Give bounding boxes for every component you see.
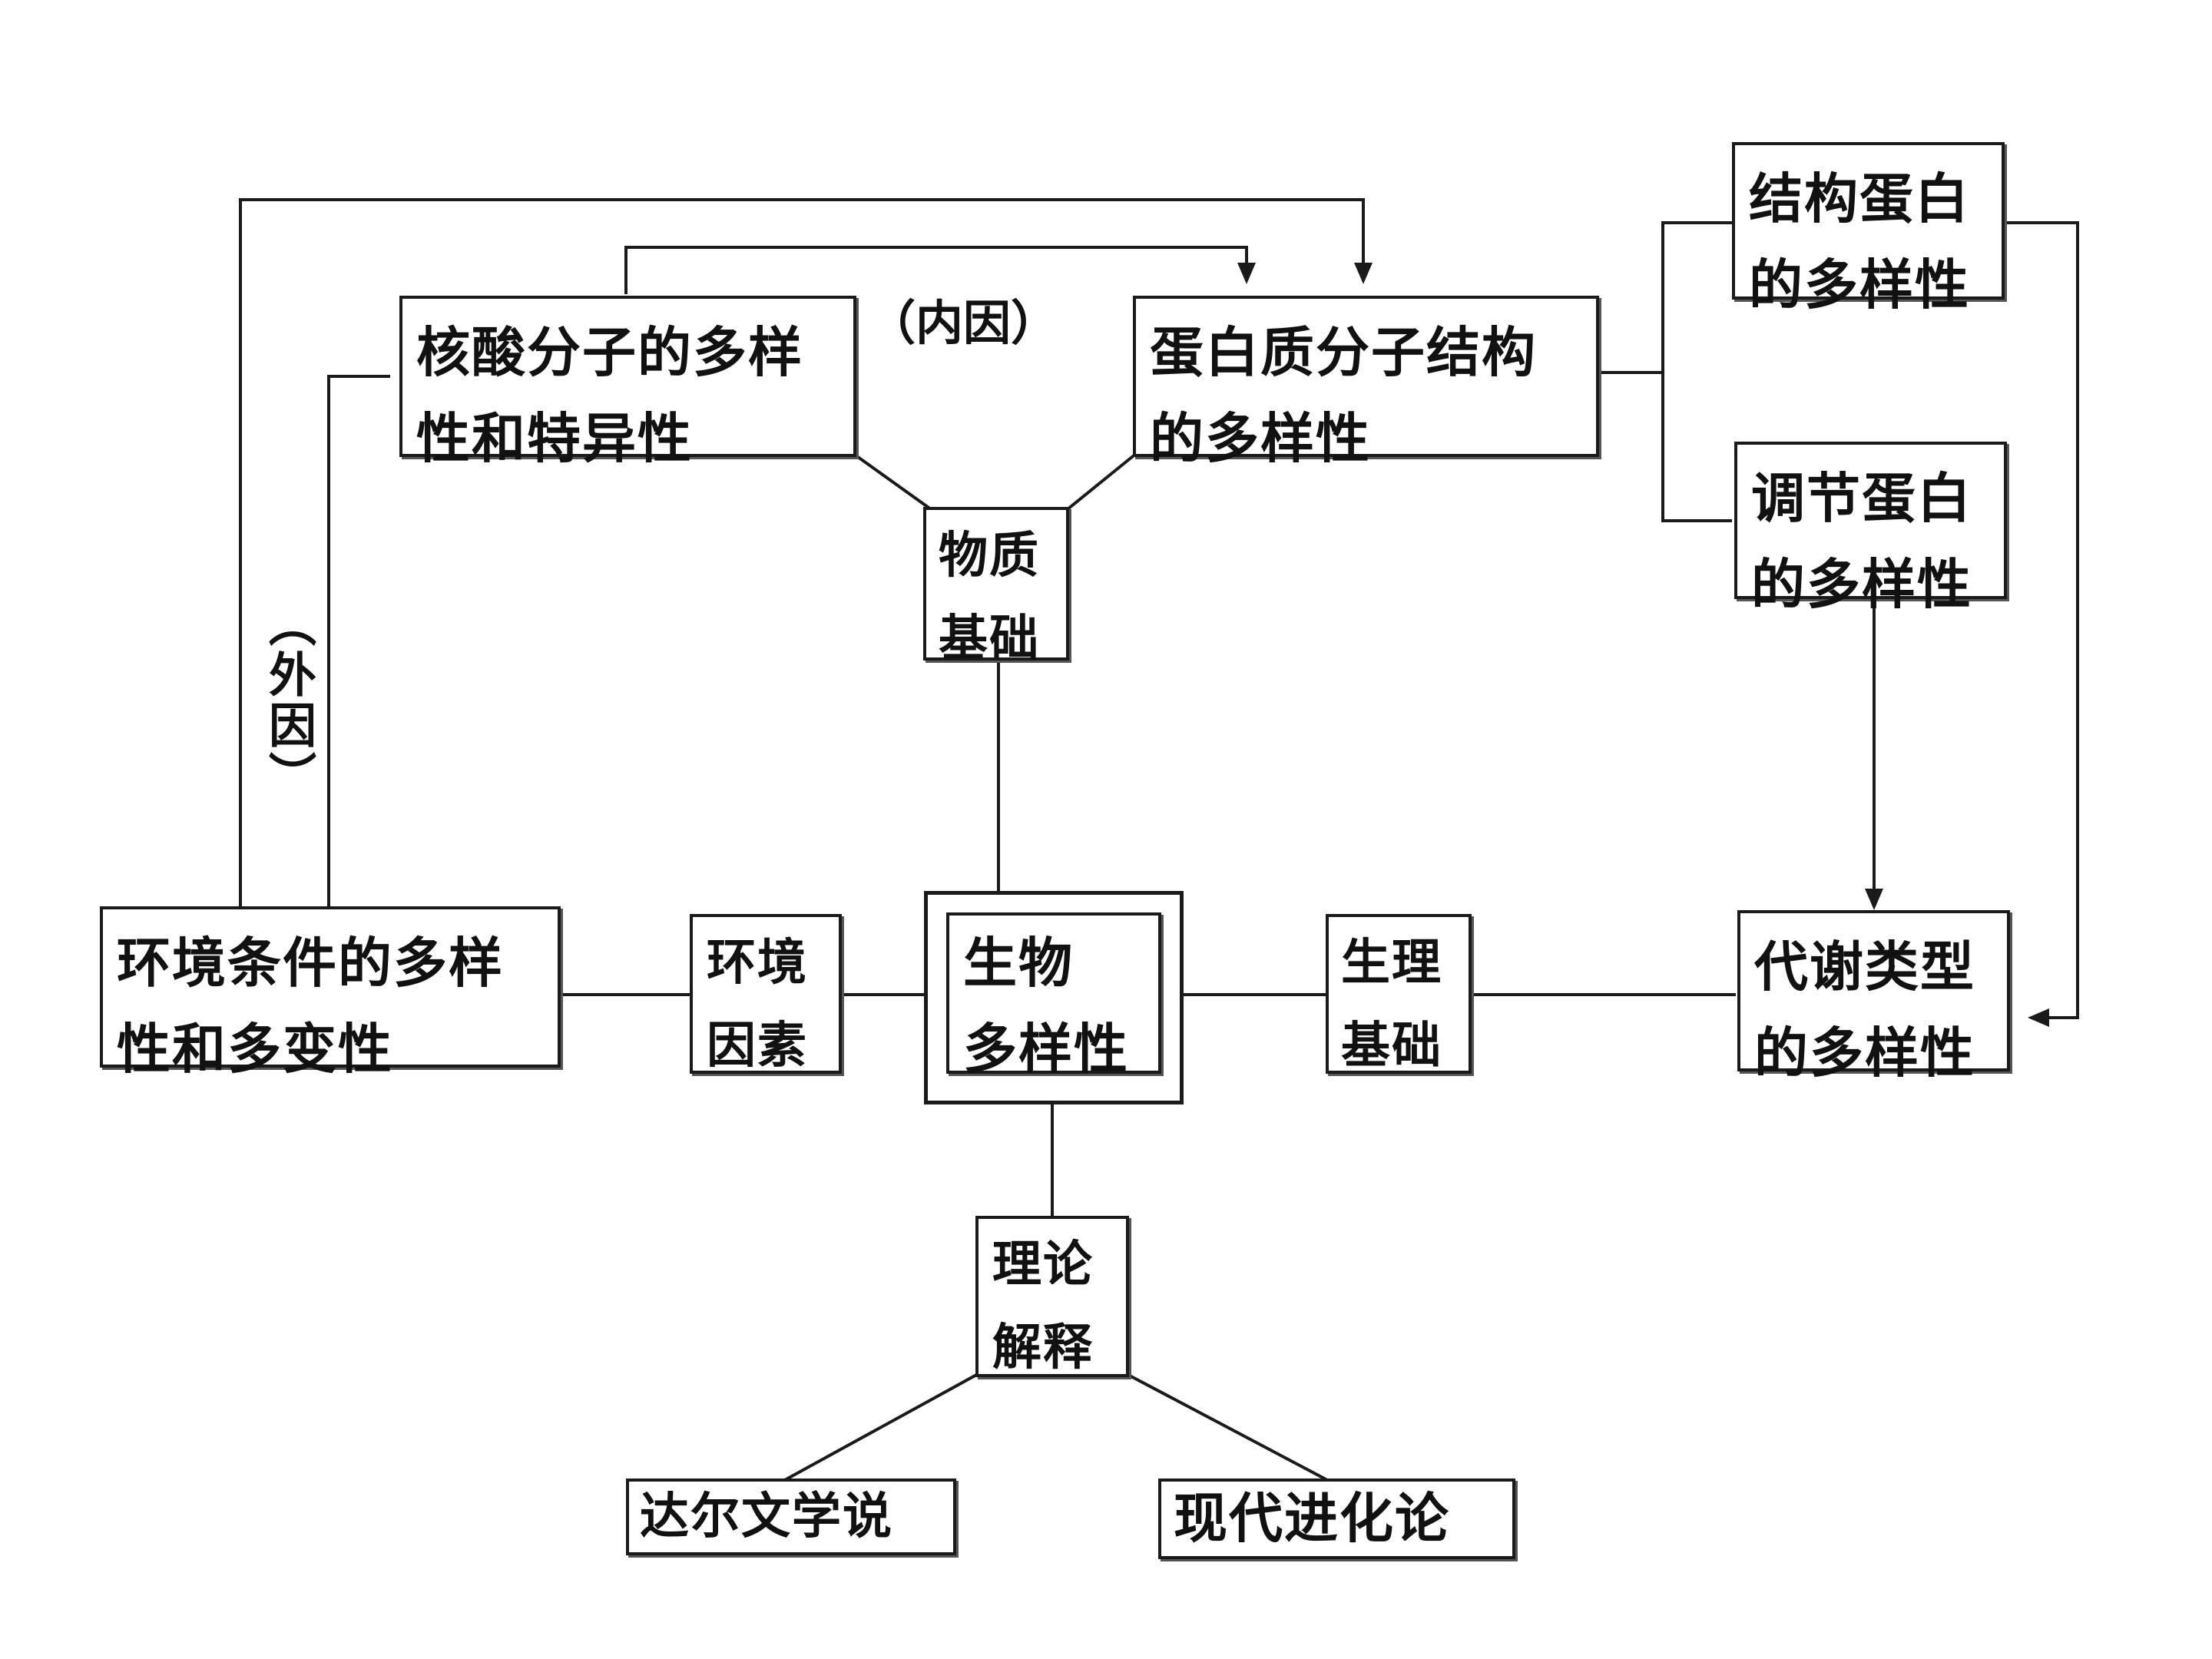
nucleic-line-2: 性和特异性 [416, 406, 693, 470]
material-basis-box: 物质 基础 [923, 507, 1069, 667]
theory-line-2: 解释 [992, 1319, 1094, 1376]
envfactor-line-1: 环境 [707, 934, 808, 992]
physiology-basis-box: 生理 基础 [1326, 914, 1472, 1075]
modern-text: 现代进化论 [1174, 1486, 1450, 1550]
nucleic-line-1: 核酸分子的多样 [416, 320, 803, 384]
biodiversity-box: 生物 多样性 [946, 912, 1161, 1081]
biodiversity-line-1: 生物 [963, 931, 1074, 995]
protein-structure-diversity-box: 蛋白质分子结构 的多样性 [1133, 296, 1599, 470]
metabolism-diversity-box: 代谢类型 的多样性 [1737, 910, 2010, 1084]
material-line-2: 基础 [939, 610, 1040, 667]
structural-protein-diversity-box: 结构蛋白 的多样性 [1732, 142, 2005, 316]
biodiversity-line-2: 多样性 [963, 1017, 1129, 1081]
arrowhead-structural-to-metabolism [2028, 1008, 2049, 1027]
metabolism-line-2: 的多样性 [1754, 1021, 1975, 1084]
physiology-line-2: 基础 [1341, 1017, 1442, 1075]
darwin-theory-box: 达尔文学说 [626, 1479, 956, 1555]
arrowhead-nucleic-to-protein [1237, 263, 1256, 284]
environment-line-2: 性和多变性 [117, 1017, 393, 1081]
nucleic-acid-diversity-box: 核酸分子的多样 性和特异性 [399, 296, 856, 470]
arrowhead-regulatory-to-metabolism [1865, 889, 1883, 910]
environment-diversity-box: 环境条件的多样 性和多变性 [100, 906, 561, 1081]
environment-line-1: 环境条件的多样 [117, 931, 504, 995]
regulatory-line-1: 调节蛋白 [1751, 466, 1972, 530]
connector-theory-to-darwin [783, 1372, 980, 1482]
material-line-1: 物质 [939, 527, 1040, 584]
theory-line-1: 理论 [992, 1236, 1094, 1293]
connector-env-to-nucleic [327, 375, 390, 906]
internal-cause-label: （内因） [868, 295, 1059, 351]
bracket-protein-types [1661, 221, 1732, 522]
theory-explanation-box: 理论 解释 [975, 1216, 1129, 1377]
connector-nucleic-to-protein [624, 246, 1248, 294]
envfactor-line-2: 因素 [707, 1017, 808, 1075]
physiology-line-1: 生理 [1341, 934, 1442, 992]
modern-evolution-box: 现代进化论 [1158, 1479, 1515, 1559]
connector-theory-to-modern [1124, 1372, 1330, 1482]
connector-structural-to-metabolism [2005, 221, 2079, 1019]
regulatory-protein-diversity-box: 调节蛋白 的多样性 [1734, 442, 2007, 616]
metabolism-line-1: 代谢类型 [1754, 935, 1975, 998]
connector-nucleic-to-material [851, 452, 932, 511]
arrowhead-env-to-protein [1354, 263, 1373, 284]
external-cause-label: （外因） [260, 599, 316, 802]
protein-line-1: 蛋白质分子结构 [1150, 320, 1537, 384]
darwin-text: 达尔文学说 [640, 1488, 893, 1545]
structural-line-2: 的多样性 [1749, 253, 1970, 316]
connector-protein-to-material [1066, 452, 1138, 511]
environment-factor-box: 环境 因素 [690, 914, 842, 1075]
regulatory-line-2: 的多样性 [1751, 552, 1972, 616]
connector-env-to-protein [239, 198, 1365, 906]
structural-line-1: 结构蛋白 [1749, 167, 1970, 230]
protein-line-2: 的多样性 [1150, 406, 1371, 470]
